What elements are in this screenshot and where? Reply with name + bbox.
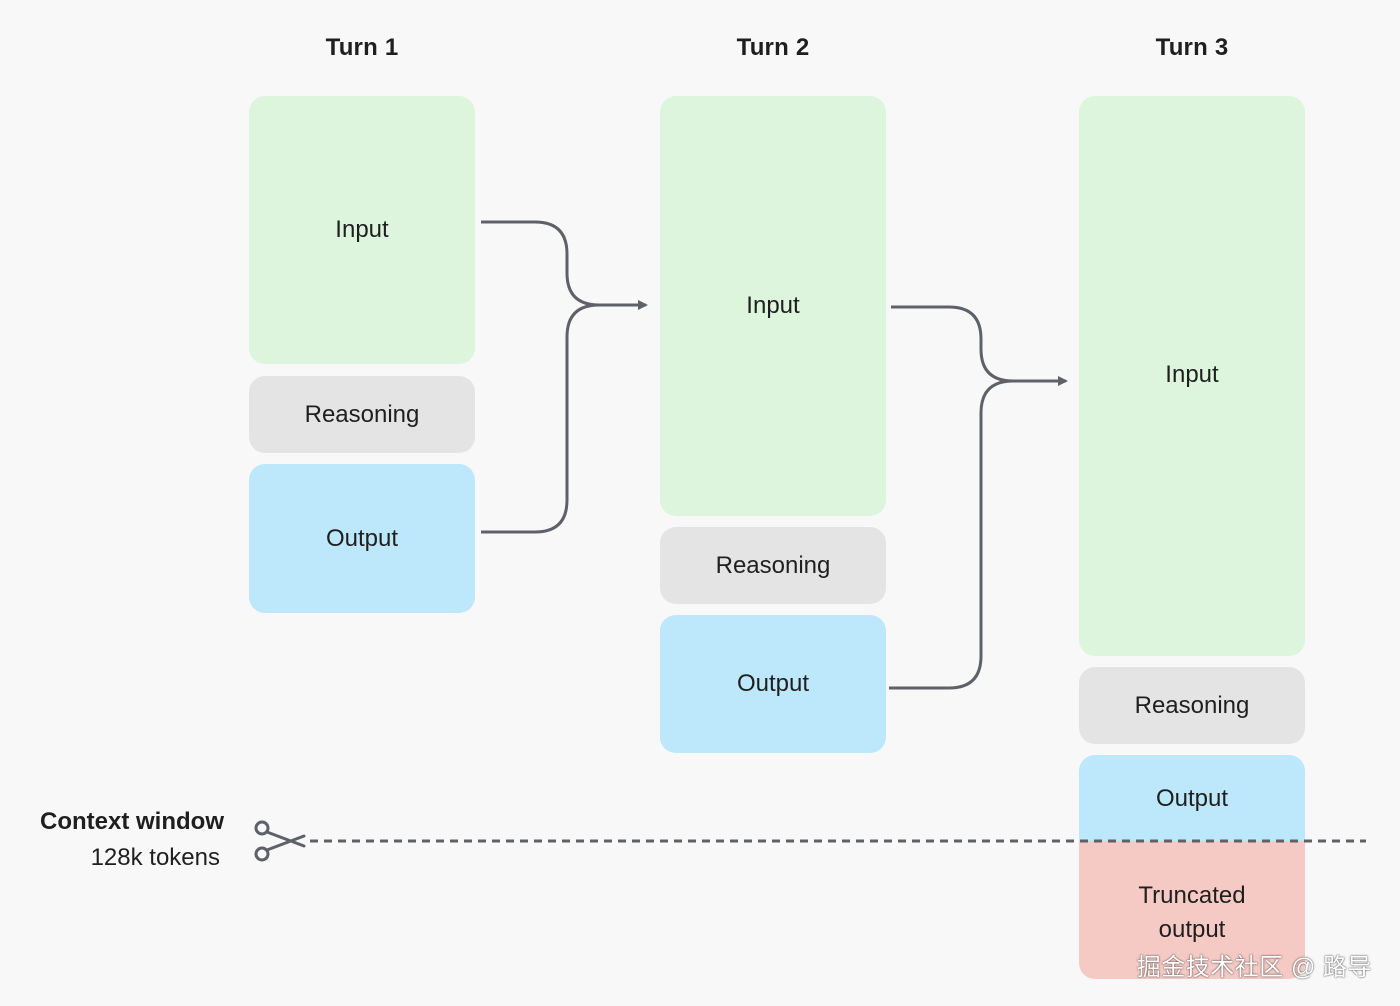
turn-1-output-block: Output	[249, 464, 475, 613]
turn-3-input-label: Input	[1165, 361, 1219, 388]
turn-3-reasoning-label: Reasoning	[1134, 691, 1250, 719]
truncated-output-line-1: Truncated	[1138, 882, 1246, 909]
turn-1-input-block: Input	[249, 96, 475, 364]
turn-3-input-block: Input	[1079, 96, 1305, 656]
turn-1-input-label: Input	[335, 216, 389, 243]
turn-2-input-label: Input	[746, 292, 800, 319]
turn-3-output-label: Output	[1155, 785, 1229, 812]
turn-1-output-connector	[481, 303, 600, 534]
turn-2-output-block: Output	[660, 615, 886, 753]
turn-3-truncated-output-block: Truncated output	[1079, 841, 1305, 979]
turn-1-output-label: Output	[325, 524, 399, 552]
turn-1-input-connector	[481, 220, 648, 310]
turn-2-input-block: Input	[660, 96, 886, 516]
turn-2-output-connector	[889, 379, 1014, 690]
context-window-title: Context window	[40, 808, 224, 835]
turn-3-reasoning-block: Reasoning	[1079, 667, 1305, 744]
truncated-output-line-2: output	[1158, 916, 1226, 943]
turn-3-title: Turn 3	[1155, 34, 1229, 61]
turn-1-reasoning-label: Reasoning	[304, 400, 420, 428]
turn-2-reasoning-block: Reasoning	[660, 527, 886, 604]
turn-2-output-label: Output	[736, 670, 810, 697]
turn-3-output-block: Output	[1079, 755, 1305, 841]
turn-1-title: Turn 1	[325, 34, 399, 61]
context-window-size: 128k tokens	[90, 844, 220, 871]
turn-2-reasoning-label: Reasoning	[715, 551, 831, 579]
turn-1-reasoning-block: Reasoning	[249, 376, 475, 453]
turn-2-title: Turn 2	[736, 34, 810, 61]
watermark-text: 掘金技术社区 @ 路导	[1136, 954, 1372, 981]
scissors-icon	[254, 820, 306, 862]
turn-2-input-connector	[891, 305, 1068, 386]
